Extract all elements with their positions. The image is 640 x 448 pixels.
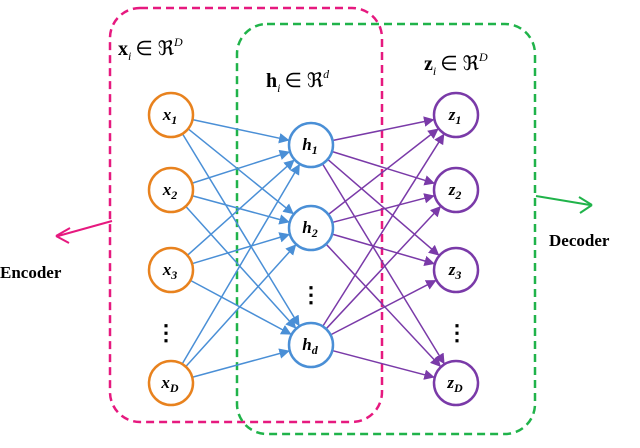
encoder-arrow (57, 220, 113, 237)
output-space-header: zi∈ ℜD (424, 50, 488, 78)
input-node-xD-circle (147, 359, 195, 407)
input-node-xD: xD (147, 359, 195, 407)
output-node-zD-label: zD (446, 373, 463, 395)
input-node-x2-label: x2 (162, 180, 178, 202)
nodes-layer: x1 x2 x3 xD h1 h2 hd z1 z2 z3 zD (147, 91, 480, 407)
output-ellipsis: ⋮ (446, 320, 468, 345)
output-node-zD-circle (432, 359, 480, 407)
input-node-x3: x3 (147, 246, 195, 294)
encoder-edge (185, 205, 297, 329)
output-node-zD: zD (432, 359, 480, 407)
hidden-node-h1: h1 (287, 121, 335, 169)
encoder-arrow-head-icon (55, 227, 71, 244)
encoder-label: Encoder (0, 263, 62, 282)
input-node-x2: x2 (147, 166, 195, 214)
hidden-node-h2-circle (287, 204, 335, 252)
decoder-edge (332, 349, 435, 380)
decoder-label: Decoder (549, 231, 610, 250)
encoder-edge (181, 133, 300, 327)
input-node-x1: x1 (147, 91, 195, 139)
output-node-z2-label: z2 (448, 180, 462, 202)
encoder-group-box (108, 6, 384, 424)
input-node-x1-label: x1 (162, 105, 178, 127)
input-space-header: xi∈ ℜD (118, 35, 183, 63)
output-node-z2: z2 (432, 166, 480, 214)
decoder-edge (330, 279, 437, 336)
output-node-z3-label: z3 (448, 260, 462, 282)
encoder-edge (192, 348, 290, 378)
output-node-z1-circle (432, 91, 480, 139)
decoder-edge (331, 233, 435, 267)
encoder-edge (191, 149, 291, 184)
encoder-edge (185, 244, 297, 368)
input-node-x3-circle (147, 246, 195, 294)
hidden-node-hd-circle (287, 321, 335, 369)
decoder-group-box (235, 22, 537, 436)
hidden-node-hd: hd (287, 321, 335, 369)
input-node-x3-label: x3 (162, 260, 178, 282)
hidden-node-h2-label: h2 (302, 218, 317, 240)
decoder-edge (322, 133, 445, 327)
decoder-edge (332, 193, 435, 224)
hidden-space-header: hi∈ ℜd (266, 67, 330, 95)
output-node-z1-label: z1 (448, 105, 462, 127)
decoder-edge (325, 206, 442, 330)
decoder-arrow-head-icon (578, 196, 593, 214)
input-node-x2-circle (147, 166, 195, 214)
encoder-edge (187, 128, 294, 215)
decoder-edge (332, 116, 435, 142)
hidden-ellipsis: ⋮ (300, 282, 322, 307)
encoder-edge (192, 118, 290, 144)
hidden-node-hd-label: hd (302, 335, 318, 357)
output-node-z3: z3 (432, 246, 480, 294)
input-ellipsis: ⋮ (155, 320, 177, 345)
decoder-arrow (535, 195, 591, 206)
input-node-x1-circle (147, 91, 195, 139)
decoder-edge (327, 158, 440, 256)
encoder-edge (181, 163, 300, 365)
encoder-edge (186, 159, 295, 256)
input-node-xD-label: xD (160, 373, 179, 395)
decoder-edge (325, 243, 442, 367)
hidden-node-h1-circle (287, 121, 335, 169)
hidden-node-h1-label: h1 (302, 135, 317, 157)
encoder-edge (191, 232, 290, 265)
hidden-node-h2: h2 (287, 204, 335, 252)
decoder-edge (327, 128, 439, 216)
decoder-edge (321, 163, 445, 365)
output-node-z1: z1 (432, 91, 480, 139)
output-node-z3-circle (432, 246, 480, 294)
encoder-edge (190, 279, 292, 335)
output-node-z2-circle (432, 166, 480, 214)
edges-layer (181, 116, 445, 380)
